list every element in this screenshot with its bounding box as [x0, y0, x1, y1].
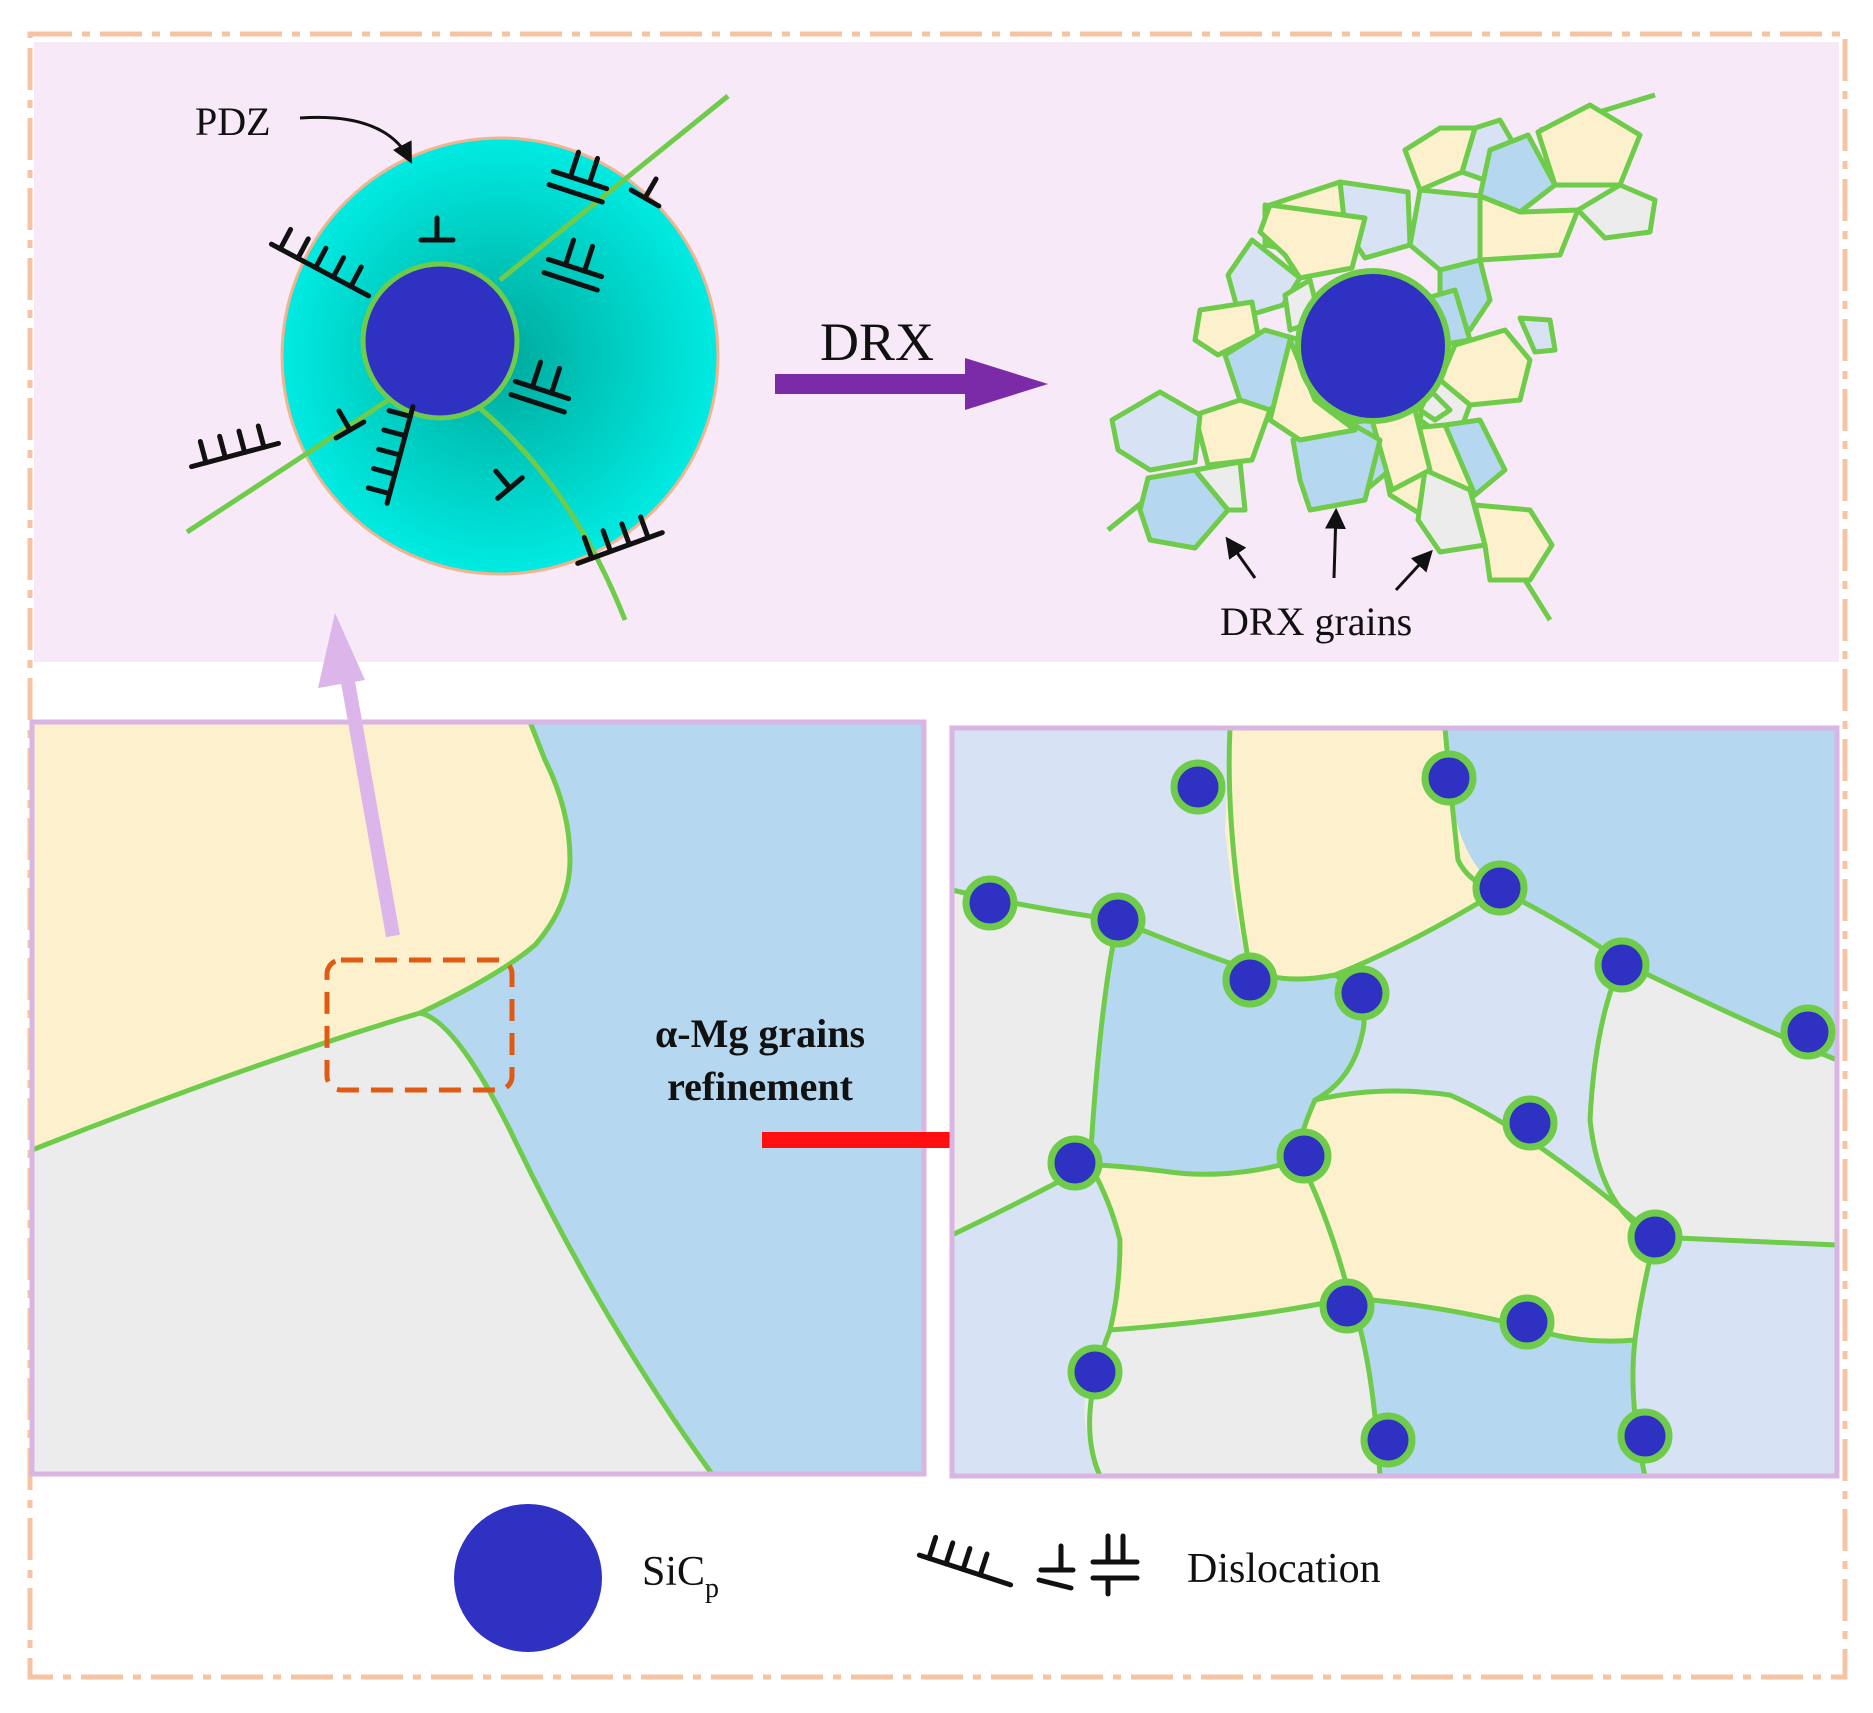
- dislocation-pileup-icon: [575, 514, 665, 566]
- drx-arrow: [775, 358, 1048, 410]
- sic-particle: [1627, 1209, 1683, 1265]
- sic-particle: [1594, 937, 1650, 993]
- dislocation-pileup-icon: [189, 423, 281, 470]
- sic-particle: [1067, 1344, 1123, 1400]
- legend: SiCp Dislocation: [454, 1504, 1381, 1652]
- sic-particle: [1047, 1135, 1103, 1191]
- sic-particle: [962, 875, 1018, 931]
- legend-dislocation-label: Dislocation: [1187, 1546, 1381, 1592]
- sic-particle: [1780, 1004, 1836, 1060]
- sic-particle: [1222, 952, 1278, 1008]
- drx-grains-pointers: [1225, 507, 1433, 592]
- dislocation-icon-group: [189, 149, 665, 566]
- pdz-label: PDZ: [195, 99, 271, 144]
- dislocation-pileup-icon: [365, 404, 416, 506]
- drx-grains-label: DRX grains: [1220, 599, 1412, 644]
- legend-sic-label: SiCp: [642, 1549, 719, 1604]
- dislocation-single-icon: [333, 408, 367, 441]
- sic-particle: [1499, 1294, 1555, 1350]
- sic-particle: [1090, 892, 1146, 948]
- sic-particle-drx: [1295, 268, 1451, 424]
- dislocation-pileup-icon: [268, 226, 372, 299]
- refinement-label-line1: α-Mg grains: [655, 1011, 865, 1056]
- sic-particle-pdz: [360, 261, 520, 421]
- sic-particle: [1617, 1408, 1673, 1464]
- drx-label: DRX: [820, 312, 934, 372]
- dislocation-single-icon: [493, 468, 525, 501]
- dislocation-double-icon: [541, 237, 605, 293]
- refinement-label-line2: refinement: [667, 1064, 854, 1109]
- sic-particle: [1276, 1128, 1332, 1184]
- pdz-pointer-arrow: [299, 115, 412, 164]
- sic-particle: [1360, 1412, 1416, 1468]
- zoom-region-box: [324, 957, 515, 1093]
- sic-particle: [1502, 1095, 1558, 1151]
- sic-particles-refined: [962, 750, 1836, 1468]
- coarse-grain-panel: [29, 719, 927, 1477]
- sic-particle: [1334, 965, 1390, 1021]
- dislocation-single-icon: [418, 215, 456, 243]
- dislocation-single-icon: [628, 176, 662, 209]
- dislocation-double-icon: [508, 359, 572, 415]
- dislocation-symbol-icon: [916, 1533, 1140, 1597]
- sic-particle: [1170, 759, 1226, 815]
- sic-particle: [1472, 860, 1528, 916]
- sic-particle: [1421, 750, 1477, 806]
- sic-particle-icon: [454, 1504, 602, 1652]
- zoom-up-arrow: [318, 613, 400, 938]
- dislocation-double-icon: [546, 149, 610, 205]
- sic-particle: [1319, 1278, 1375, 1334]
